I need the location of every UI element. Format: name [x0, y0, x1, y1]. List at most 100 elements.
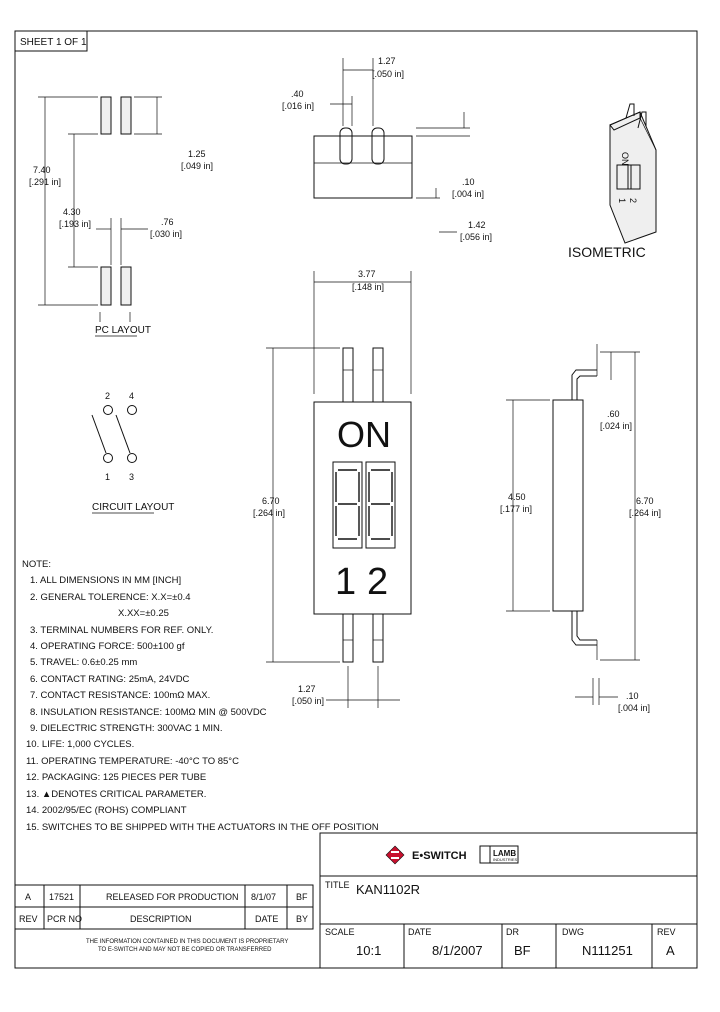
rev-row-desc: RELEASED FOR PRODUCTION: [106, 892, 239, 902]
rev-row-rev: A: [25, 892, 31, 902]
note-line: 1. ALL DIMENSIONS IN MM [INCH]: [30, 575, 182, 587]
dim-670-left-in: [.264 in]: [253, 508, 285, 518]
note-line: 12. PACKAGING: 125 PIECES PER TUBE: [26, 772, 207, 784]
front-one-text: 1: [335, 561, 356, 603]
dim-740-mm: 7.40: [33, 165, 51, 175]
pin-3-label: 3: [129, 472, 134, 482]
note-line: 5. TRAVEL: 0.6±0.25 mm: [30, 657, 138, 669]
pc-layout-label: PC LAYOUT: [95, 325, 151, 336]
dim-450-mm: 4.50: [508, 492, 526, 502]
isometric-view: [609, 103, 657, 244]
rev-row-date: 8/1/07: [251, 892, 276, 902]
iso-on-mark: ON: [620, 152, 630, 166]
front-two-text: 2: [367, 561, 388, 603]
dim-127-top-in: [.050 in]: [372, 69, 404, 79]
pad-bottom-left: [100, 266, 112, 306]
note-line: 7. CONTACT RESISTANCE: 100mΩ MAX.: [30, 690, 211, 702]
dim-430-in: [.193 in]: [59, 219, 91, 229]
rev-head-pcr: PCR NO: [47, 914, 82, 924]
proprietary-notice-1: THE INFORMATION CONTAINED IN THIS DOCUME…: [86, 939, 288, 945]
note-line: 6. CONTACT RATING: 25mA, 24VDC: [30, 673, 190, 685]
sheet-label-box: [14, 30, 88, 52]
dim-076-mm: .76: [161, 217, 174, 227]
rev-label: REV: [657, 927, 676, 937]
dim-740-in: [.291 in]: [29, 177, 61, 187]
dim-670-right-in: [.264 in]: [629, 508, 661, 518]
pin-1-label: 1: [105, 472, 110, 482]
rev-head-rev: REV: [19, 914, 38, 924]
pad-top-right: [120, 96, 132, 135]
actuator-window-2: [365, 461, 396, 549]
title-label: TITLE: [325, 880, 350, 890]
switch-body: [313, 401, 412, 615]
rev-row-by: BF: [296, 892, 308, 902]
date-value: 8/1/2007: [432, 943, 483, 958]
revision-block: [14, 884, 314, 930]
note-line: 10. LIFE: 1,000 CYCLES.: [26, 739, 135, 751]
dim-450-in: [.177 in]: [500, 504, 532, 514]
actuator-window-1: [332, 461, 363, 549]
dim-377-mm: 3.77: [358, 269, 376, 279]
dim-670-left-mm: 6.70: [262, 496, 280, 506]
circuit-layout: [91, 405, 137, 463]
scale-label: SCALE: [325, 927, 355, 937]
dim-125-in: [.049 in]: [181, 161, 213, 171]
eswitch-logo: [385, 845, 519, 865]
rev-head-by: BY: [296, 914, 308, 924]
dim-377-in: [.148 in]: [352, 282, 384, 292]
part-title: KAN1102R: [356, 882, 420, 897]
note-line: X.XX=±0.25: [118, 608, 169, 620]
note-line: 13. ▲DENOTES CRITICAL PARAMETER.: [26, 788, 207, 800]
notes-list: NOTE: 1. ALL DIMENSIONS IN MM [INCH] 2. …: [22, 557, 379, 836]
circuit-layout-label: CIRCUIT LAYOUT: [92, 502, 174, 513]
dwg-label: DWG: [562, 927, 584, 937]
drawn-by-value: BF: [514, 943, 531, 958]
drawn-by-label: DR: [506, 927, 519, 937]
pc-layout: [38, 96, 162, 322]
dwg-value: N111251: [582, 943, 633, 958]
dim-142-in: [.056 in]: [460, 232, 492, 242]
pin-2-label: 2: [105, 391, 110, 401]
rev-head-date: DATE: [255, 914, 278, 924]
scale-value: 10:1: [356, 943, 381, 958]
note-line: 8. INSULATION RESISTANCE: 100MΩ MIN @ 50…: [30, 706, 267, 718]
note-line: 9. DIELECTRIC STRENGTH: 300VAC 1 MIN.: [30, 723, 223, 735]
iso-one-mark: 1: [617, 198, 627, 203]
dim-010-top-mm: .10: [462, 177, 475, 187]
dim-040-in: [.016 in]: [282, 101, 314, 111]
note-line: NOTE:: [22, 559, 52, 570]
dim-010-top-in: [.004 in]: [452, 189, 484, 199]
dim-127-top-mm: 1.27: [378, 56, 396, 66]
pin-4-label: 4: [129, 391, 134, 401]
dim-670-right-mm: 6.70: [636, 496, 654, 506]
pad-bottom-right: [120, 266, 132, 306]
dim-060-in: [.024 in]: [600, 421, 632, 431]
date-label: DATE: [408, 927, 431, 937]
dim-142-mm: 1.42: [468, 220, 486, 230]
dim-127-bottom-mm: 1.27: [298, 684, 316, 694]
side-view: [506, 344, 640, 705]
proprietary-notice-2: TO E-SWITCH AND MAY NOT BE COPIED OR TRA…: [98, 947, 272, 953]
note-line: 3. TERMINAL NUMBERS FOR REF. ONLY.: [30, 624, 214, 636]
dim-125-mm: 1.25: [188, 149, 206, 159]
dim-010-bottom-in: [.004 in]: [618, 703, 650, 713]
dim-076-in: [.030 in]: [150, 229, 182, 239]
note-line: 11. OPERATING TEMPERATURE: -40°C TO 85°C: [26, 755, 239, 767]
note-line: 2. GENERAL TOLERENCE: X.X=±0.4: [30, 591, 191, 603]
note-line: 4. OPERATING FORCE: 500±100 gf: [30, 641, 185, 653]
eswitch-brand: E•SWITCH: [412, 850, 467, 862]
dim-430-mm: 4.30: [63, 207, 81, 217]
dim-060-mm: .60: [607, 409, 620, 419]
note-line: 15. SWITCHES TO BE SHIPPED WITH THE ACTU…: [26, 821, 379, 833]
note-line: 14. 2002/95/EC (ROHS) COMPLIANT: [26, 805, 187, 817]
front-on-text: ON: [337, 414, 391, 455]
title-block: [319, 832, 698, 969]
lamb-sub: INDUSTRIES: [493, 857, 518, 862]
pad-top-left: [100, 96, 112, 135]
iso-two-mark: 2: [628, 198, 638, 203]
rev-value: A: [666, 943, 675, 958]
dim-127-bottom-in: [.050 in]: [292, 696, 324, 706]
dim-040-mm: .40: [291, 89, 304, 99]
front-view: [266, 271, 412, 708]
